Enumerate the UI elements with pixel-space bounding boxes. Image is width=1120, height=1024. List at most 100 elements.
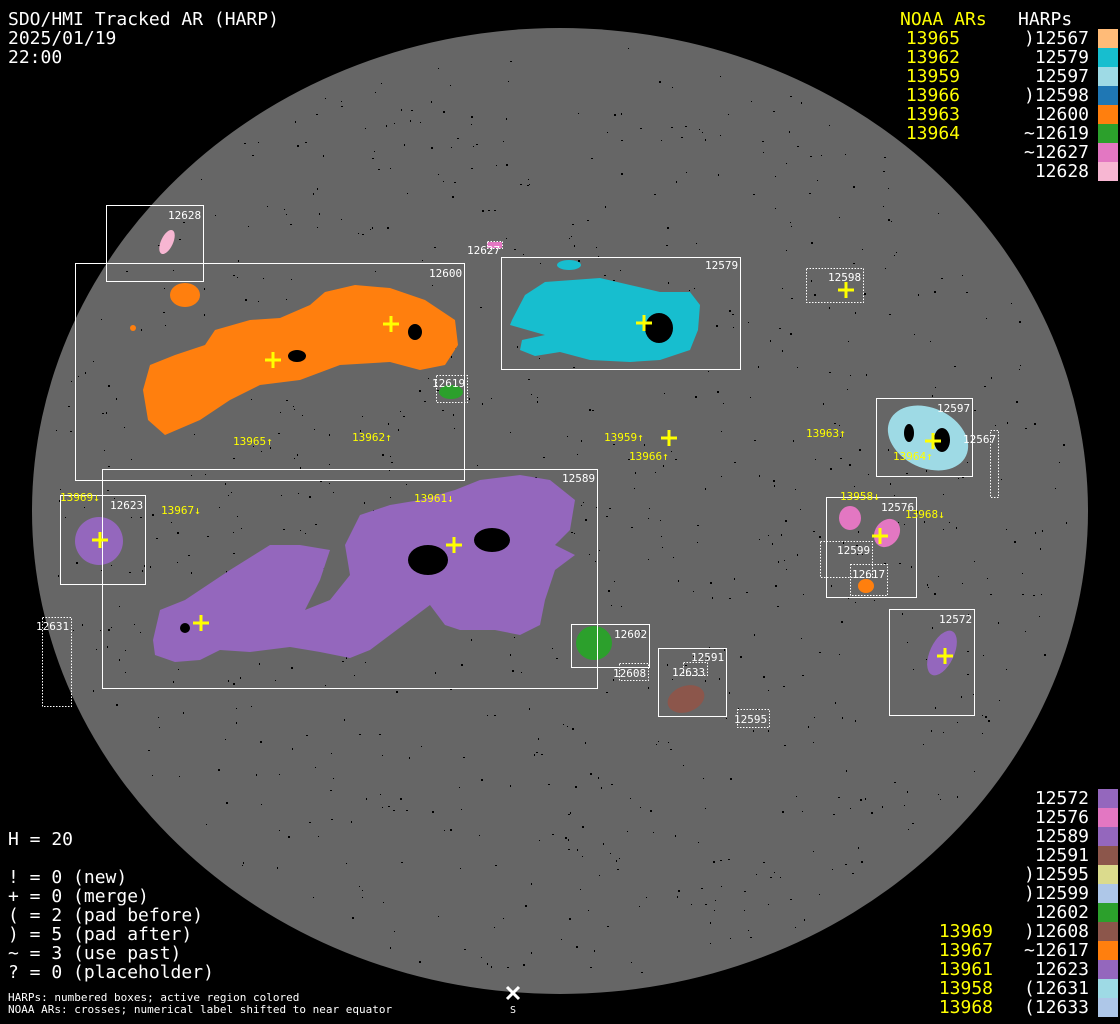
- speckle: [1041, 594, 1042, 595]
- noaa-legend-item: 13958: [938, 978, 993, 999]
- speckle: [1042, 530, 1043, 532]
- speckle: [606, 516, 608, 517]
- speckle: [480, 307, 482, 308]
- region-12591: [667, 685, 705, 713]
- speckle: [840, 437, 841, 438]
- speckle: [834, 423, 836, 424]
- speckle: [885, 268, 886, 269]
- noaa-label: 13963↑: [806, 427, 846, 440]
- speckle: [107, 646, 108, 648]
- speckle: [785, 520, 787, 522]
- speckle: [631, 527, 633, 528]
- sunspot: [934, 428, 950, 452]
- speckle: [313, 193, 314, 195]
- speckle: [728, 859, 730, 860]
- speckle: [784, 560, 785, 561]
- speckle: [71, 381, 72, 382]
- speckle: [774, 485, 775, 487]
- speckle: [758, 366, 759, 368]
- speckle: [302, 415, 303, 416]
- sunspot: [288, 350, 306, 362]
- speckle: [225, 739, 226, 740]
- region-12576-a: [839, 506, 861, 530]
- speckle: [1019, 369, 1020, 370]
- speckle: [578, 113, 579, 114]
- speckle: [453, 414, 454, 416]
- speckle: [858, 847, 859, 849]
- speckle: [177, 532, 179, 534]
- speckle: [796, 796, 797, 797]
- speckle: [590, 773, 592, 775]
- speckle: [751, 101, 752, 102]
- speckle: [672, 679, 673, 680]
- speckle: [962, 583, 963, 584]
- speckle: [342, 661, 344, 662]
- speckle: [420, 122, 421, 123]
- speckle: [701, 888, 703, 889]
- speckle: [487, 963, 488, 965]
- speckle: [581, 440, 582, 442]
- speckle: [786, 163, 787, 164]
- speckle: [506, 238, 507, 239]
- speckle: [801, 102, 802, 104]
- speckle: [839, 425, 840, 426]
- speckle: [772, 543, 773, 545]
- harp-legend-item: ~12619: [1023, 123, 1089, 144]
- speckle: [577, 454, 578, 455]
- speckle: [1025, 428, 1027, 429]
- speckle: [390, 456, 391, 457]
- region-12589: [153, 475, 575, 662]
- harp-color-swatch: [1098, 846, 1118, 865]
- speckle: [748, 322, 749, 323]
- speckle: [432, 285, 433, 286]
- speckle: [329, 464, 330, 465]
- speckle: [604, 275, 606, 276]
- speckle: [705, 904, 707, 905]
- harp-legend-item: 12591: [1034, 845, 1089, 866]
- speckle: [648, 687, 649, 689]
- speckle: [514, 249, 516, 250]
- speckle: [314, 429, 315, 430]
- region-12619: [439, 385, 463, 399]
- speckle: [1063, 444, 1065, 446]
- speckle: [531, 394, 532, 395]
- speckle: [932, 627, 933, 629]
- speckle: [589, 409, 591, 411]
- speckle: [494, 210, 496, 211]
- speckle: [943, 529, 944, 530]
- speckle: [529, 708, 530, 710]
- speckle: [578, 260, 580, 262]
- speckle: [693, 591, 694, 592]
- speckle: [904, 524, 905, 525]
- speckle: [293, 406, 294, 407]
- speckle: [962, 275, 963, 276]
- speckle: [874, 600, 875, 601]
- speckle: [911, 566, 912, 568]
- speckle: [621, 140, 623, 141]
- speckle: [107, 490, 109, 491]
- speckle: [568, 814, 570, 815]
- speckle: [406, 484, 407, 485]
- speckle: [341, 219, 342, 220]
- harp-box-label: 12576: [881, 501, 914, 514]
- speckle: [908, 829, 909, 830]
- speckle: [590, 967, 592, 968]
- speckle: [606, 692, 608, 693]
- speckle: [70, 431, 72, 432]
- speckle: [716, 325, 718, 327]
- speckle: [634, 488, 635, 489]
- speckle: [656, 744, 657, 745]
- speckle: [707, 658, 708, 659]
- harp-legend-item: 12572: [1034, 788, 1089, 809]
- h-count: H = 20: [8, 829, 74, 850]
- sunspot: [180, 623, 190, 633]
- speckle: [857, 554, 858, 555]
- speckle: [697, 542, 698, 543]
- speckle: [931, 730, 932, 732]
- harp-box-12597: [876, 398, 973, 477]
- speckle: [316, 114, 318, 115]
- speckle: [344, 719, 345, 721]
- speckle: [850, 808, 851, 809]
- speckle: [648, 518, 649, 519]
